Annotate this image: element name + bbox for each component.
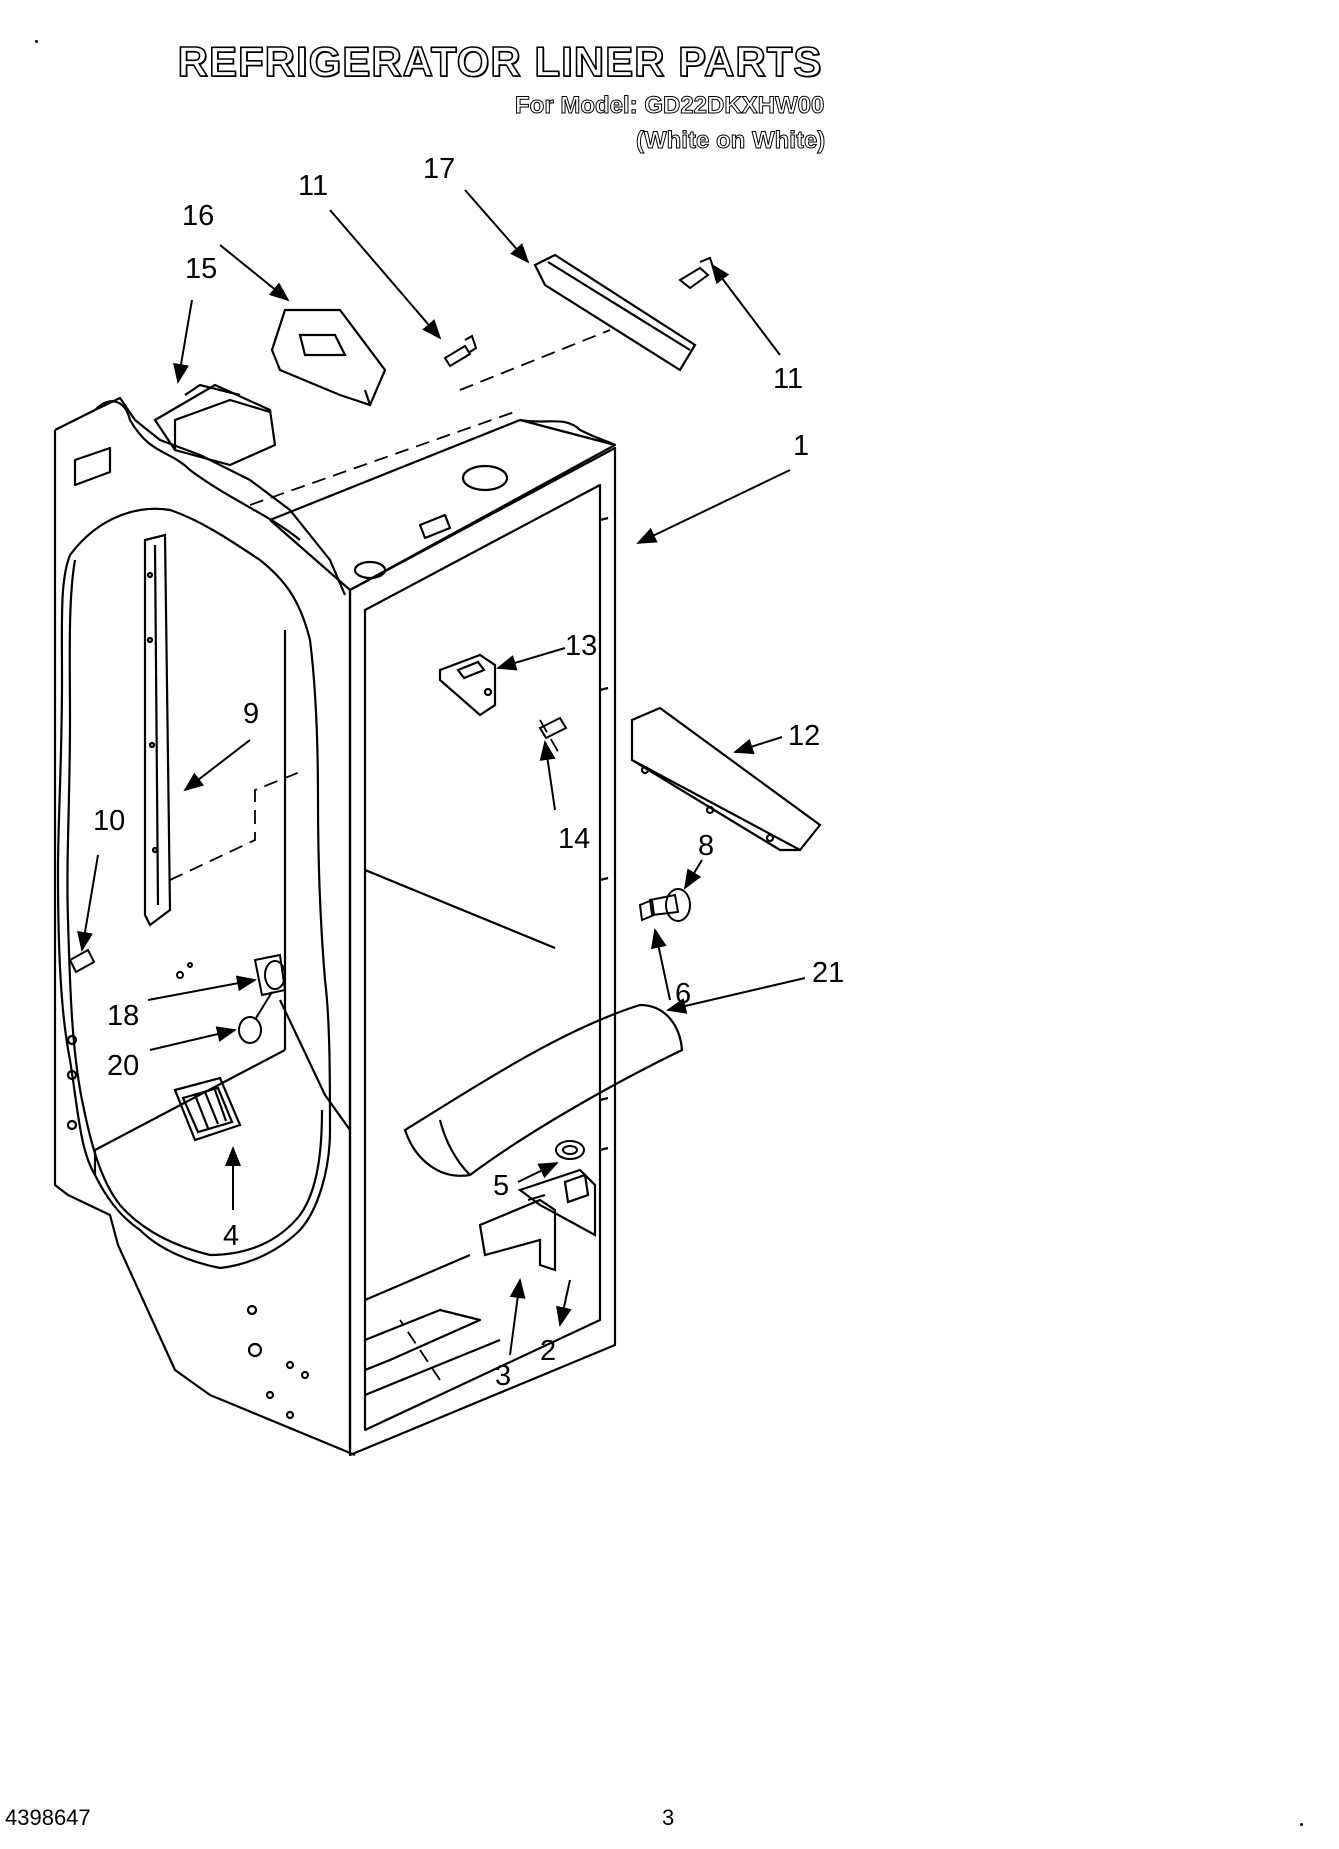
variant-line: (White on White) xyxy=(635,127,826,155)
part-5-grommet xyxy=(555,1140,585,1160)
page-number: 3 xyxy=(662,1805,675,1830)
callout-label: 11 xyxy=(298,170,328,202)
part-3-bracket xyxy=(478,1198,557,1272)
callout-label: 17 xyxy=(423,153,455,185)
callout-label: 11 xyxy=(773,363,803,395)
page-title: REFRIGERATOR LINER PARTS xyxy=(177,37,823,86)
part-8-6-fastener xyxy=(638,888,691,922)
callout-label: 3 xyxy=(495,1360,511,1392)
part-11-screw-top xyxy=(443,334,478,368)
part-18-socket xyxy=(176,953,287,997)
callout-label: 5 xyxy=(493,1170,509,1202)
callout-label: 6 xyxy=(675,978,691,1010)
model-line: For Model: GD22DKXHW00 xyxy=(514,92,825,120)
part-21-cover xyxy=(403,1003,684,1177)
document-number: 4398647 xyxy=(5,1805,91,1830)
assembly-lines xyxy=(169,329,611,1381)
scan-mark xyxy=(35,40,38,43)
part-13-bracket xyxy=(438,653,497,717)
callout-label: 13 xyxy=(565,630,597,662)
callout-label: 18 xyxy=(107,1000,139,1032)
callout-label: 14 xyxy=(558,823,590,855)
part-20-bulb xyxy=(238,991,273,1044)
callout-label: 4 xyxy=(223,1220,239,1252)
liner-body xyxy=(53,396,617,1457)
callout-label: 2 xyxy=(540,1335,556,1367)
callout-label: 21 xyxy=(812,957,844,989)
part-11-screw-right xyxy=(678,256,715,290)
callout-label: 15 xyxy=(185,253,217,285)
part-4-vent xyxy=(173,1076,242,1142)
callout-label: 8 xyxy=(698,830,714,862)
leader-lines xyxy=(77,189,806,1356)
callout-labels: 1 2 3 4 5 6 8 9 10 11 11 12 13 14 15 16 … xyxy=(93,153,844,1392)
part-10-screw xyxy=(68,948,96,974)
callout-label: 10 xyxy=(93,805,125,837)
scan-mark xyxy=(1300,1823,1303,1826)
callout-label: 20 xyxy=(107,1050,139,1082)
part-12-support xyxy=(630,706,822,852)
part-9-rail xyxy=(143,533,172,927)
callout-label: 12 xyxy=(788,720,820,752)
part-17-rail xyxy=(533,253,697,372)
callout-label: 16 xyxy=(182,200,214,232)
callout-label: 9 xyxy=(243,698,259,730)
part-15-control-housing xyxy=(153,383,277,467)
callout-label: 1 xyxy=(793,430,809,462)
part-16-bracket xyxy=(270,308,387,407)
part-14-screw xyxy=(538,716,568,740)
